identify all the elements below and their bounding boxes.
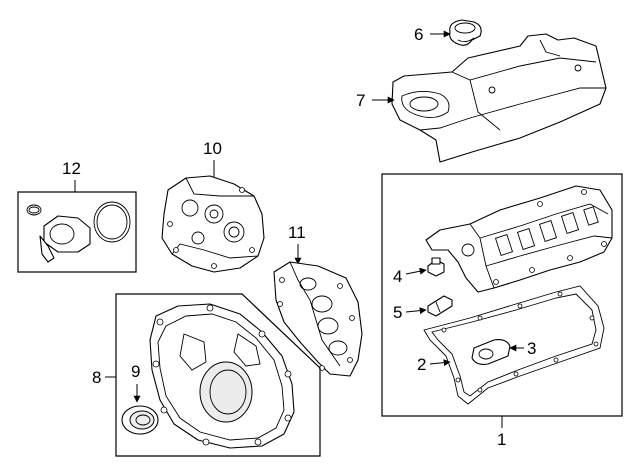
part-4-sensor — [427, 257, 445, 277]
callout-6: 6 — [414, 25, 423, 44]
callout-10: 10 — [203, 139, 222, 158]
part-12-variable-valve-timing-solenoid — [26, 201, 131, 263]
part-3-seal — [471, 339, 511, 365]
part-1-valve-cover — [425, 185, 613, 293]
callout-12: 12 — [62, 159, 81, 178]
leader-5 — [405, 307, 427, 315]
callout-7: 7 — [356, 91, 365, 110]
callout-2: 2 — [417, 355, 426, 374]
callout-3: 3 — [527, 339, 536, 358]
callout-11: 11 — [288, 223, 306, 242]
part-8-front-cover — [149, 303, 295, 449]
callout-9: 9 — [131, 362, 140, 381]
callout-8: 8 — [92, 368, 101, 387]
part-10-housing — [161, 175, 265, 273]
part-9-crankshaft-seal — [121, 405, 159, 435]
callout-5: 5 — [393, 303, 402, 322]
part-11-cover — [273, 261, 363, 377]
callout-4: 4 — [393, 267, 402, 286]
frame-8 — [115, 293, 321, 457]
leader-4 — [405, 267, 427, 275]
part-6-oil-filler-cap — [449, 19, 482, 46]
part-5-sensor — [427, 295, 453, 317]
leader-2 — [429, 359, 451, 367]
part-2-gasket — [423, 285, 605, 405]
callout-1: 1 — [497, 430, 506, 449]
part-7-engine-cover — [391, 33, 607, 163]
frame-12 — [17, 191, 137, 273]
